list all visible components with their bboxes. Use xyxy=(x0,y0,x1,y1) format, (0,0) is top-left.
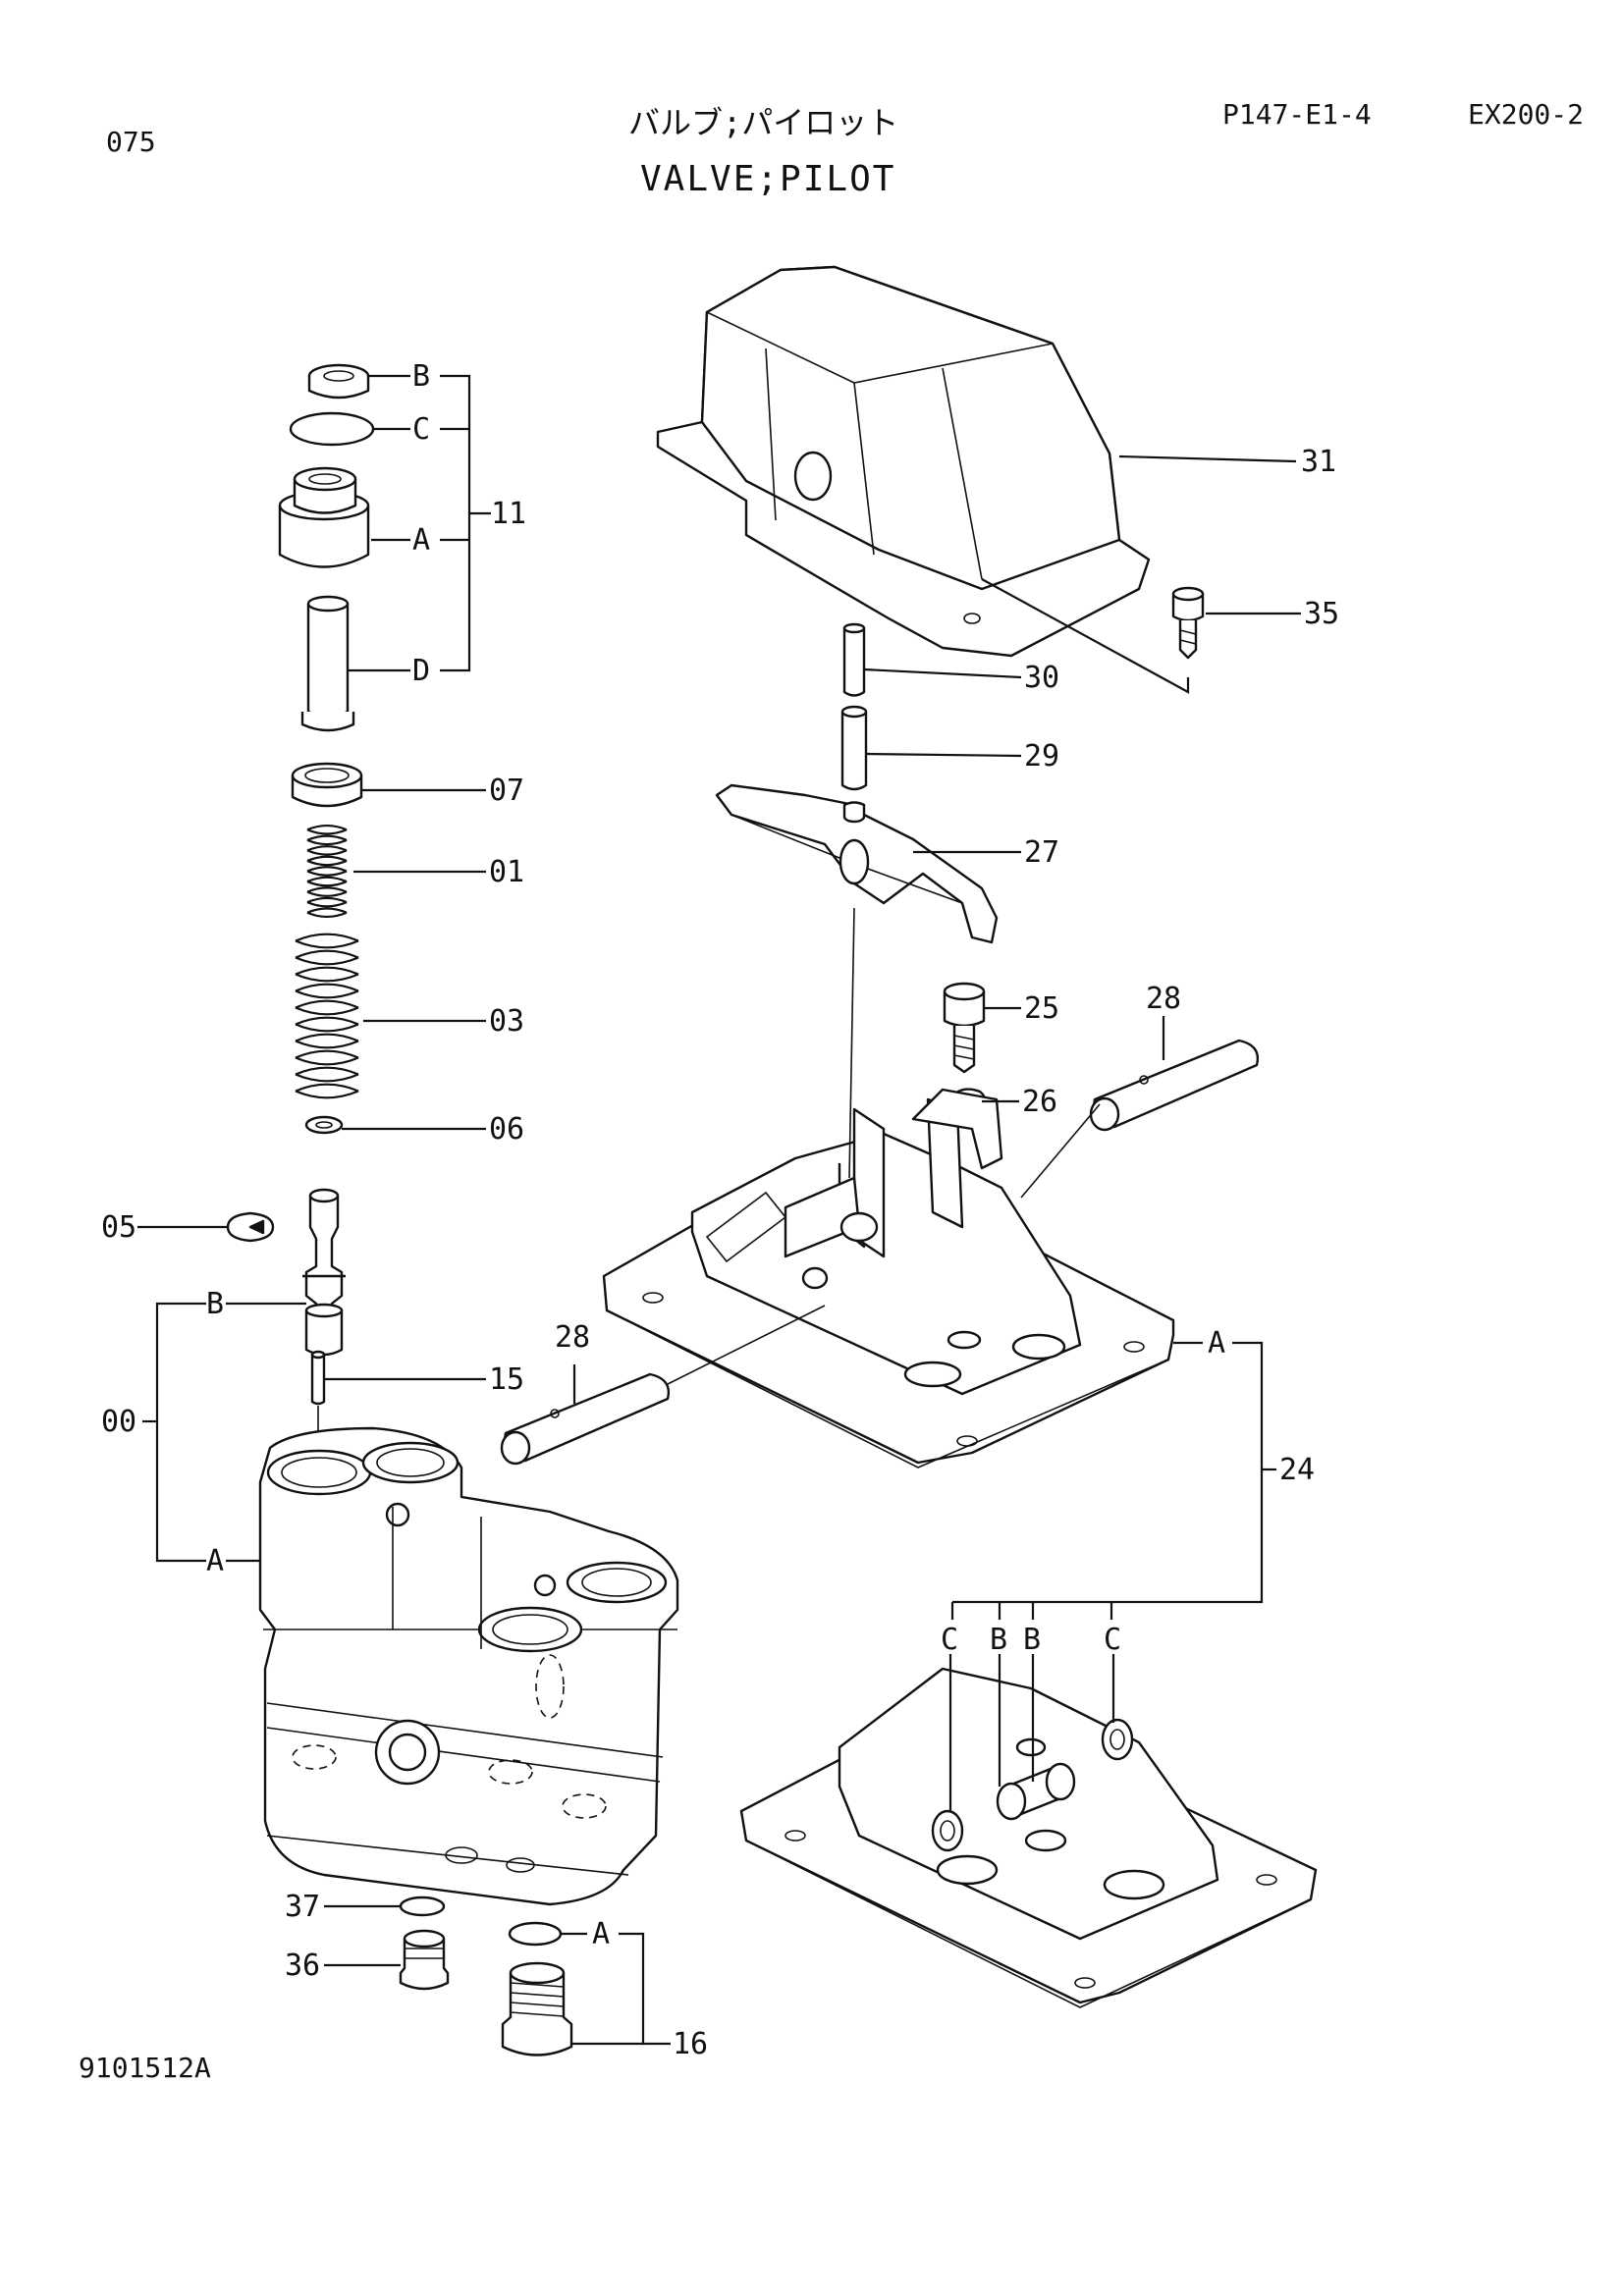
label-28-upper: 28 xyxy=(1146,982,1181,1016)
page-number: 075 xyxy=(106,126,156,158)
label-24-C-right: C xyxy=(1104,1623,1121,1657)
title-english: VALVE;PILOT xyxy=(640,159,896,199)
label-01: 01 xyxy=(489,855,524,889)
part-06-washer xyxy=(304,1115,344,1135)
label-11-B: B xyxy=(412,359,430,394)
label-07: 07 xyxy=(489,774,524,808)
part-24b-bushings xyxy=(996,1762,1076,1821)
label-11-C: C xyxy=(412,412,430,447)
part-11d-plunger xyxy=(300,595,355,732)
label-05: 05 xyxy=(101,1210,136,1245)
title-japanese: バルブ;パイロット xyxy=(628,104,899,141)
part-24-lower-base-plate xyxy=(739,1667,1318,2008)
part-16a-o-ring xyxy=(508,1921,563,1947)
part-15-pin xyxy=(310,1350,326,1497)
part-27-lever-plate xyxy=(715,783,999,944)
part-code: P147-E1-4 xyxy=(1222,98,1372,131)
label-24-A: A xyxy=(1208,1326,1225,1361)
label-00-A: A xyxy=(206,1544,224,1578)
part-28-pin-lower xyxy=(500,1372,671,1466)
model-number: EX200-2 xyxy=(1468,98,1585,131)
part-35-bolt xyxy=(1171,586,1205,660)
label-26: 26 xyxy=(1022,1085,1057,1119)
label-37: 37 xyxy=(285,1890,320,1924)
label-16: 16 xyxy=(673,2027,708,2061)
label-24-B-right: B xyxy=(1023,1623,1041,1657)
part-24c-bushing-left xyxy=(931,1809,964,1852)
part-00a-valve-casing xyxy=(258,1426,679,1906)
part-01-inner-spring xyxy=(306,824,348,919)
label-00-B: B xyxy=(206,1287,224,1321)
label-24-C-left: C xyxy=(941,1623,958,1657)
part-05-retaining-clip xyxy=(226,1211,275,1243)
part-31-boot-cover xyxy=(656,265,1151,658)
label-30: 30 xyxy=(1024,661,1059,695)
part-11c-o-ring xyxy=(289,411,375,447)
label-28-lower: 28 xyxy=(555,1320,590,1355)
part-29-bushing xyxy=(840,705,868,791)
part-11a-bushing xyxy=(278,466,370,568)
label-24: 24 xyxy=(1279,1453,1315,1487)
label-35: 35 xyxy=(1304,597,1339,631)
label-31: 31 xyxy=(1301,445,1336,479)
label-03: 03 xyxy=(489,1004,524,1039)
label-27: 27 xyxy=(1024,835,1059,870)
part-28-pin-upper xyxy=(1089,1039,1260,1132)
part-16-threaded-plug xyxy=(501,1961,573,2056)
label-25: 25 xyxy=(1024,991,1059,1026)
label-11-D: D xyxy=(412,654,430,688)
part-24c-bushing-right xyxy=(1101,1718,1134,1761)
drawing-number: 9101512A xyxy=(79,2052,211,2084)
part-00b-spool xyxy=(302,1188,346,1357)
part-24a-base-plate xyxy=(602,1088,1175,1468)
label-15: 15 xyxy=(489,1362,524,1397)
part-30-pin xyxy=(842,622,866,697)
label-06: 06 xyxy=(489,1112,524,1147)
label-11-A: A xyxy=(412,523,430,558)
part-36-plug xyxy=(399,1929,450,1991)
leader-lines xyxy=(137,374,1301,2046)
label-11: 11 xyxy=(491,497,526,531)
part-07-seat xyxy=(291,762,363,808)
label-29: 29 xyxy=(1024,739,1059,774)
part-11b-cap xyxy=(307,363,370,400)
label-36: 36 xyxy=(285,1949,320,1983)
part-25-cap-screw xyxy=(943,982,986,1074)
part-03-outer-spring xyxy=(295,933,359,1099)
label-00: 00 xyxy=(101,1405,136,1439)
label-16-A: A xyxy=(592,1917,610,1951)
part-37-o-ring xyxy=(399,1896,446,1917)
label-24-B-left: B xyxy=(990,1623,1007,1657)
